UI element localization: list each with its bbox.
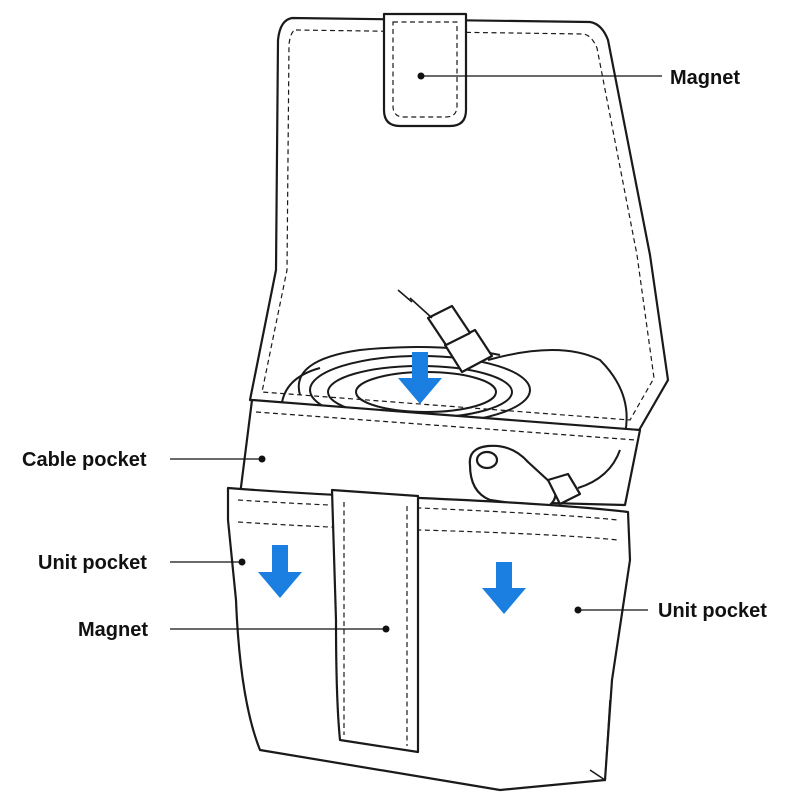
pouch-flap (248, 16, 670, 434)
bottom-magnet-strap (330, 488, 420, 754)
audio-plug (397, 289, 494, 374)
top-magnet-tab (382, 12, 468, 128)
leader-magnet-bottom (170, 625, 390, 633)
down-arrow-icon (258, 545, 302, 598)
leader-unit-pocket-left (170, 558, 246, 566)
leader-magnet-top (417, 72, 662, 80)
leader-cable-pocket (170, 455, 266, 463)
label-magnet-bottom: Magnet (78, 619, 148, 641)
leader-unit-pocket-right (574, 606, 648, 614)
down-arrow-icon (398, 352, 442, 404)
label-magnet-top: Magnet (670, 67, 740, 89)
label-cable-pocket: Cable pocket (22, 449, 147, 471)
label-unit-pocket-left: Unit pocket (38, 552, 147, 574)
down-arrow-icon (482, 562, 526, 614)
pouch-front (226, 486, 632, 792)
earphone-unit (468, 444, 621, 510)
label-unit-pocket-right: Unit pocket (658, 600, 767, 622)
